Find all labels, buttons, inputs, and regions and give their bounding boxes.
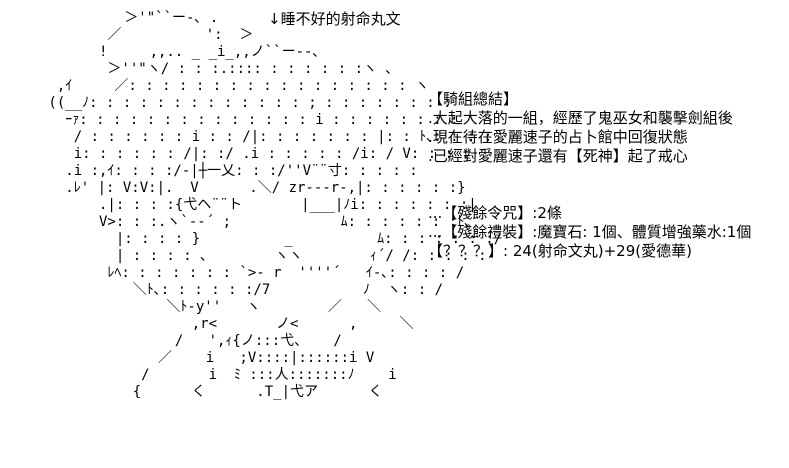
- ascii-art-line: / ',ｨ{ノ:::弋、 /: [40, 333, 342, 349]
- summary-line: .現在待在愛麗速子的占卜館中回復狀態: [428, 128, 688, 146]
- ascii-art-line: ((__ﾉ: : : : : : : : : : : : : ; : : : :…: [40, 95, 452, 111]
- summary-heading: 【騎組總結】: [428, 90, 519, 108]
- ascii-art-line: ﾚﾍ: : : : : : : `>- r ''''´ ｲ-､: : : : /: [40, 265, 465, 281]
- ascii-art-line: ｰｧ: : : : : : : : : : : : : : i : : : : …: [40, 112, 459, 128]
- ascii-art-line: .ﾚ' |: V:V:|. V .＼/ zr---r-,|: : : : : :…: [40, 180, 466, 196]
- ascii-art-line: V>: : :.ヽ`‐‐´ ; ﾑ: : : : : : :ﾄ､: [40, 214, 472, 230]
- ascii-art-line: ／ ': ＞: [40, 27, 254, 43]
- summary-line: .已經對愛麗速子還有【死神】起了戒心: [428, 147, 688, 165]
- ascii-art-line: .|: : : :{弋ヘ¨¨ト |___|ﾉi: : : : : : :|: [40, 197, 477, 213]
- ascii-art-line: / i ﾐ :::人:::::::ﾉ i: [40, 367, 397, 383]
- remaining-seals: ...【殘餘令咒】:2條: [428, 204, 562, 222]
- ascii-art-line: |: : : : } _ ﾑ: : : : : : :/: [40, 231, 503, 247]
- ascii-art-line: ,ｲ ／: : : : : : : : : : : : : : : : : ヽ: [40, 78, 430, 94]
- summary-line: .大起大落的一組，經歷了鬼巫女和襲擊劍組後: [428, 109, 733, 127]
- ascii-art-line: { く .T_|弋ア く: [40, 384, 383, 400]
- unknown-stat: 【？？？】: 24(射命文丸)+29(愛德華): [428, 242, 692, 260]
- ascii-art-line: ／ i ;V::::|::::::i V: [40, 350, 375, 366]
- ascii-art-line: ,r< ノ< , ＼: [40, 316, 414, 332]
- ascii-art-line: ＞''"ヽ/ : : :.:::: : : : : : :ヽ ､: [40, 61, 393, 77]
- ascii-art-line: i: : : : : : /|: :/ .i : : : : : /i: / V…: [40, 146, 470, 162]
- ascii-art-line: ＼ﾄ､: : : : : :/7 ﾉ ヽ: : /: [40, 282, 444, 298]
- ascii-art-line: | : : : : ､ ヽヽ ｨ´/ /: : : : :: [40, 248, 487, 264]
- art-caption: ↓睡不好的射命丸文: [268, 10, 401, 28]
- ascii-art-line: ! ,,.. _ _i_,,ノ``ー--､: [40, 44, 320, 60]
- remaining-mystic-codes: ...【殘餘禮裝】:魔寶石: 1個、體質增強藥水:1個: [428, 223, 752, 241]
- ascii-art-line: ＼ﾄ-y'' ヽ ／ ＼: [40, 299, 382, 315]
- ascii-art-line: .i :,ｲ: : : :/-|┼一乂: : :/''V¨¨寸: : : : :: [40, 163, 418, 179]
- ascii-art-line: / : : : : : : i : : /|: : : : : : : |: :…: [40, 129, 493, 145]
- ascii-art-line: ＞'"``ー-､ .: [40, 10, 219, 26]
